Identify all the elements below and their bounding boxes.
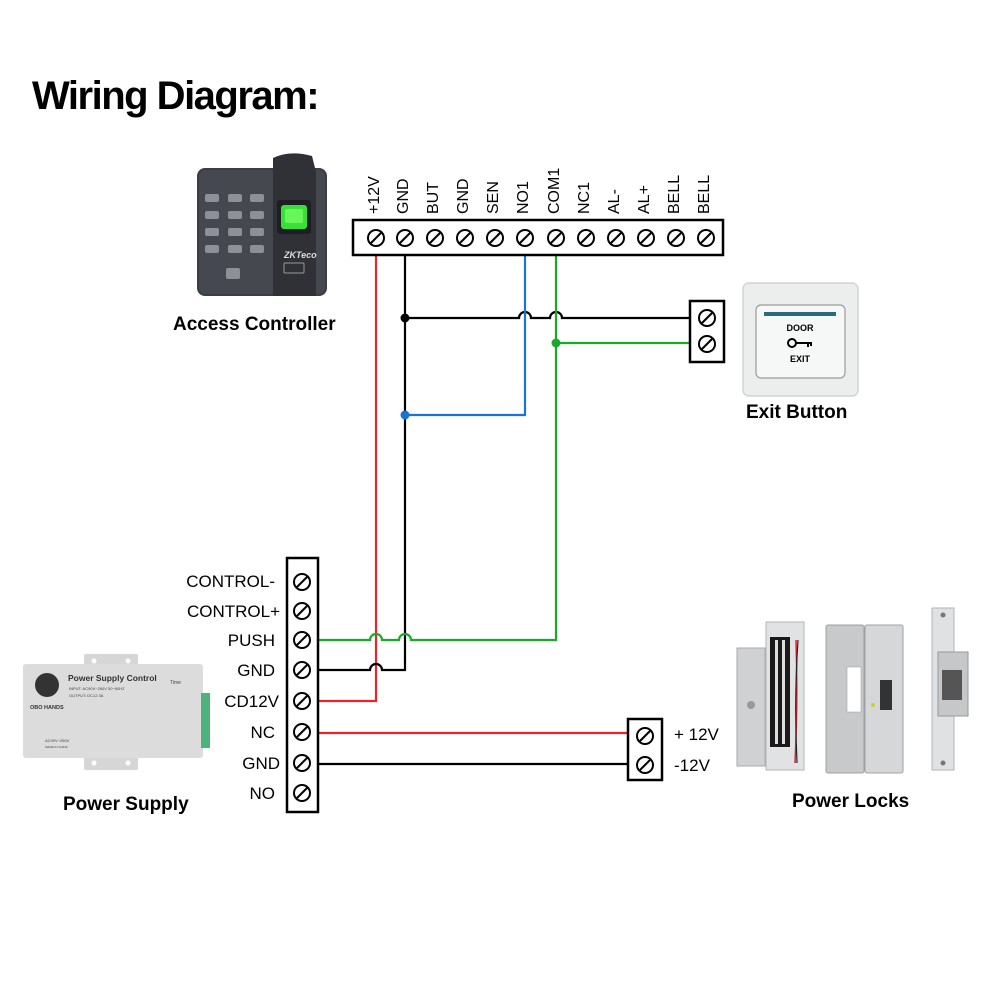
psu-label-control-minus: CONTROL- — [186, 572, 275, 591]
access-controller-caption: Access Controller — [173, 314, 336, 335]
wire-blue-no1-to-gnd — [405, 255, 527, 417]
svg-text:AC90V~260V: AC90V~260V — [45, 738, 70, 743]
wire-black-gnd-to-exit — [405, 310, 690, 320]
power-supply-caption: Power Supply — [63, 794, 189, 815]
terminal-label-bell-2: BELL — [696, 174, 713, 214]
wire-green-com1-to-push — [318, 255, 558, 642]
strike-lock — [931, 607, 969, 771]
psu-label-nc: NC — [250, 723, 275, 742]
bolt-lock — [825, 624, 904, 774]
terminal-label-al-plus: AL+ — [636, 185, 653, 214]
terminal-label-gnd: GND — [395, 178, 412, 214]
access-controller-device: ZKTeco — [197, 153, 327, 296]
svg-text:OUTPUT: DC12 3A: OUTPUT: DC12 3A — [69, 693, 104, 698]
junction-green — [551, 338, 561, 348]
power-supply-device: OBO HANDS Power Supply Control INPUT: AC… — [23, 654, 210, 770]
svg-text:MADE IN CHINA: MADE IN CHINA — [45, 745, 68, 749]
psu-label-cd12v: CD12V — [224, 692, 279, 711]
controller-terminal-block — [351, 218, 725, 257]
svg-text:ZKTeco: ZKTeco — [283, 250, 317, 260]
terminal-label-sen: SEN — [485, 181, 502, 214]
exit-terminal-block — [688, 299, 726, 364]
junction-blue — [400, 410, 410, 420]
svg-text:Time: Time — [170, 680, 181, 686]
svg-text:EXIT: EXIT — [790, 354, 811, 364]
svg-text:OBO HANDS: OBO HANDS — [30, 705, 64, 711]
terminal-label-al-minus: AL- — [606, 189, 623, 214]
lock-label-minus12v: -12V — [674, 756, 710, 775]
junction-black — [400, 313, 410, 323]
psu-label-gnd-2: GND — [242, 754, 280, 773]
psu-label-no: NO — [249, 784, 276, 803]
wire-red-12v-to-cd12v — [318, 255, 378, 703]
page-title: Wiring Diagram: — [32, 74, 320, 118]
psu-terminal-block — [285, 556, 320, 814]
lock-terminal-block — [626, 717, 664, 782]
svg-text:Power Supply Control: Power Supply Control — [68, 673, 157, 683]
magnetic-lock — [736, 621, 805, 771]
psu-label-control-plus: CONTROL+ — [186, 602, 280, 621]
svg-text:DOOR: DOOR — [787, 323, 815, 333]
psu-label-push: PUSH — [227, 631, 275, 650]
terminal-label-gnd-2: GND — [455, 178, 472, 214]
terminal-label-com1: COM1 — [546, 167, 563, 214]
terminal-label-but: BUT — [425, 182, 442, 214]
terminal-label-bell: BELL — [666, 174, 683, 214]
terminal-label-no1: NO1 — [515, 181, 532, 214]
wire-black-gnd-to-psu-gnd — [318, 255, 407, 672]
svg-text:INPUT: AC90V~260V 50~60HZ: INPUT: AC90V~260V 50~60HZ — [69, 686, 125, 691]
lock-label-plus12v: + 12V — [674, 725, 719, 744]
exit-button-caption: Exit Button — [746, 402, 848, 423]
psu-label-gnd: GND — [237, 661, 275, 680]
exit-button-device: DOOR EXIT — [742, 282, 859, 397]
terminal-label-nc1: NC1 — [576, 181, 593, 214]
terminal-label-12v: +12V — [366, 176, 383, 214]
power-locks-caption: Power Locks — [792, 791, 910, 812]
